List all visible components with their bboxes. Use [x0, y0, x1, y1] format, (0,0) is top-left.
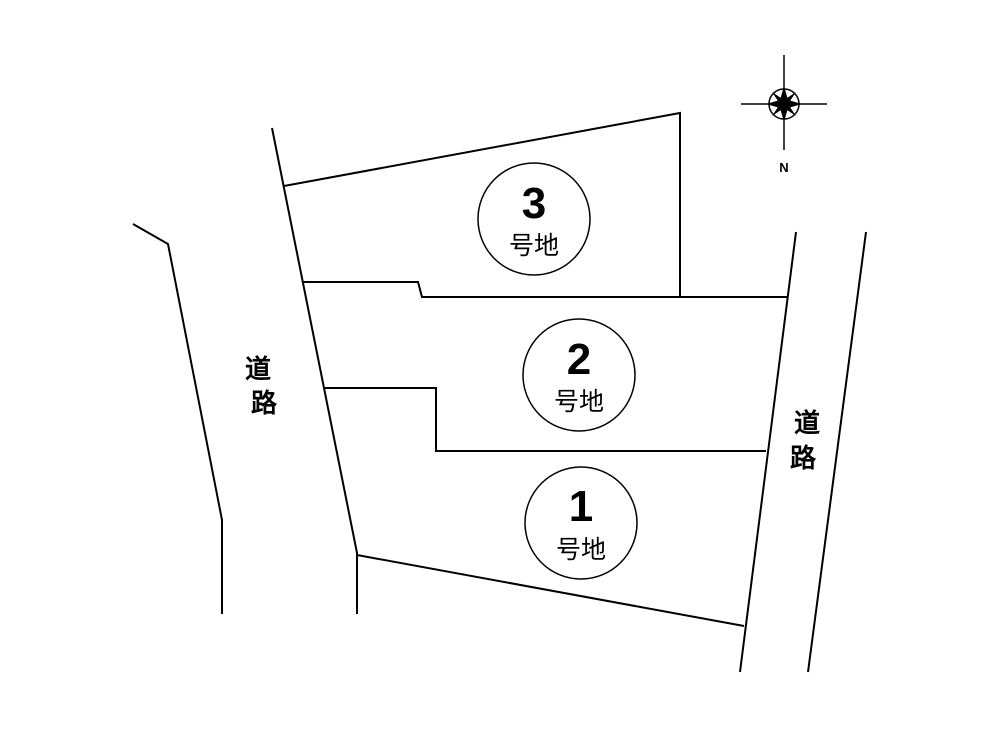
lot-3-label: 号地	[509, 231, 559, 260]
left-road-label-1: 道	[245, 354, 271, 385]
lot-3-2-divider	[302, 281, 787, 298]
lot-2-circle	[522, 318, 636, 432]
lot-3-circle	[477, 162, 591, 276]
right-road-inner-edge	[739, 231, 797, 673]
right-road-label-1: 道	[794, 408, 820, 439]
right-road-outer-edge	[807, 231, 867, 673]
right-road-label-2: 路	[790, 443, 817, 474]
lot-1-badge: 1 号地	[524, 466, 638, 580]
lot-1-bottom-boundary	[356, 554, 745, 627]
lot-1-circle	[524, 466, 638, 580]
lot-3-badge: 3 号地	[477, 162, 591, 276]
lot-2-badge: 2 号地	[522, 318, 636, 432]
left-road-outer-edge	[132, 223, 223, 614]
lot-2-1-divider	[325, 387, 766, 452]
compass-icon	[741, 55, 827, 150]
lot-2-label: 号地	[554, 387, 604, 416]
lot-2-number: 2	[567, 335, 591, 384]
lot-1-label: 号地	[556, 535, 606, 564]
left-road-label-2: 路	[251, 388, 278, 419]
compass-north-label: N	[779, 160, 788, 175]
left-road-inner-edge	[271, 127, 358, 614]
lot-3-boundary	[283, 111, 681, 297]
lot-1-number: 1	[569, 482, 593, 531]
lot-3-number: 3	[522, 179, 546, 228]
